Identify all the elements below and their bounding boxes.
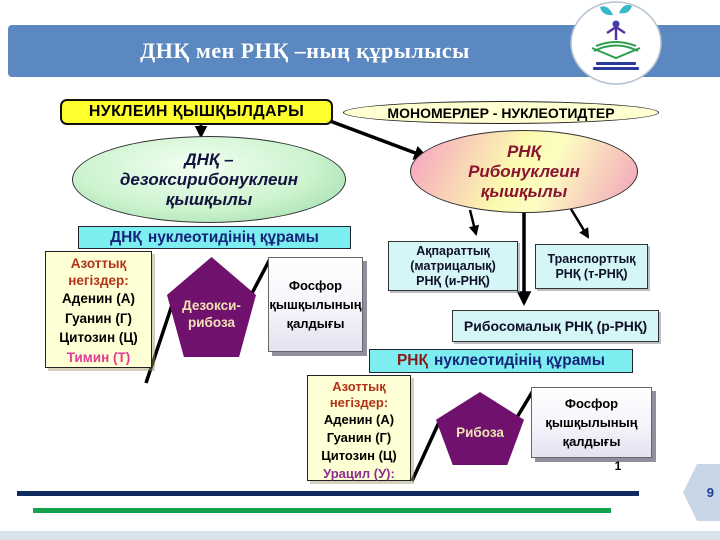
- dna-bases-header-line2: негіздер:: [68, 273, 129, 288]
- phosphate-line2: қышқылының: [545, 415, 638, 430]
- phosphate-line1: Фосфор: [564, 396, 619, 411]
- nucleic-acids-box: НУКЛЕИН ҚЫШҚЫЛДАРЫ: [60, 99, 333, 125]
- phosphate-line3: қалдығы: [562, 434, 621, 449]
- dna-oval-line1: ДНҚ –: [184, 149, 234, 169]
- rna-phosphate-box: Фосфор қышқылының қалдығы: [531, 387, 652, 458]
- dna-composition-text: нуклеотидінің құрамы: [147, 228, 319, 246]
- slide-bottom-edge: [0, 531, 720, 540]
- slide-title: ДНҚ мен РНҚ –ның құрылысы: [140, 38, 470, 63]
- dna-base-guanine: Гуанин (Г): [65, 310, 132, 326]
- dna-composition-acronym: ДНҚ: [110, 228, 142, 246]
- rna-bases-box: Азоттық негіздер: Аденин (А) Гуанин (Г) …: [307, 375, 411, 481]
- dna-oval-line2: дезоксирибонуклеин: [119, 169, 299, 189]
- dna-bases-header-line1: Азоттық: [70, 256, 127, 271]
- dna-composition-bar: ДНҚ нуклеотидінің құрамы: [78, 226, 351, 249]
- rna-base-cytosine: Цитозин (Ц): [321, 448, 397, 463]
- rna-base-uracil: Урацил (У):: [323, 466, 395, 481]
- footer-green-line: [33, 508, 611, 513]
- phosphate-line1: Фосфор: [288, 278, 343, 293]
- school-logo-icon: [570, 1, 662, 85]
- rna-base-guanine: Гуанин (Г): [326, 430, 392, 445]
- rna-composition-bar: РНҚ нуклеотидінің құрамы: [369, 349, 633, 373]
- rna-oval-line1: РНҚ: [506, 141, 542, 161]
- transport-rna-line1: Транспорттық: [547, 251, 636, 266]
- footer-navy-line: [17, 491, 639, 496]
- rna-oval: РНҚ Рибонуклеин қышқылы: [410, 130, 638, 213]
- informational-rna-line2: (матрицалық): [410, 258, 496, 273]
- rna-oval-line3: қышқылы: [480, 181, 568, 201]
- deoxyribose-line2: рибоза: [188, 315, 235, 330]
- transport-rna-box: Транспорттық РНҚ (т-РНҚ): [535, 244, 648, 289]
- dna-bases-box: Азоттық негіздер: Аденин (А) Гуанин (Г) …: [45, 251, 152, 368]
- informational-rna-line1: Ақпараттық: [416, 243, 490, 258]
- dna-oval-line3: қышқылы: [165, 189, 253, 209]
- page-number: 9: [706, 485, 714, 500]
- dna-base-thymine: Тимин (Т): [66, 349, 131, 365]
- phosphate-line2: қышқылының: [269, 297, 362, 312]
- rna-base-adenine: Аденин (А): [323, 412, 395, 427]
- rna-composition-text: нуклеотидінің құрамы: [433, 352, 606, 369]
- footnote-marker: 1: [614, 459, 622, 473]
- informational-rna-box: Ақпараттық (матрицалық) РНҚ (и-РНҚ): [388, 241, 518, 291]
- deoxyribose-line1: Дезокси-: [182, 298, 241, 313]
- rna-oval-line2: Рибонуклеин: [468, 161, 580, 181]
- rna-bases-header-line1: Азоттық: [332, 379, 386, 394]
- ribosomal-rna-box: Рибосомалық РНҚ (р-РНҚ): [452, 310, 659, 342]
- monomers-ellipse: МОНОМЕРЛЕР - НУКЛЕОТИДТЕР: [343, 101, 659, 124]
- rna-bases-header-line2: негіздер:: [329, 395, 389, 410]
- phosphate-line3: қалдығы: [286, 316, 345, 331]
- dna-oval: ДНҚ – дезоксирибонуклеин қышқылы: [72, 136, 346, 223]
- dna-phosphate-box: Фосфор қышқылының қалдығы: [268, 257, 363, 352]
- dna-base-adenine: Аденин (А): [62, 291, 135, 306]
- dna-base-cytosine: Цитозин (Ц): [59, 330, 138, 345]
- transport-rna-line2: РНҚ (т-РНҚ): [555, 266, 628, 281]
- ribose-label: Рибоза: [456, 425, 504, 440]
- rna-composition-acronym: РНҚ: [396, 352, 428, 369]
- informational-rna-line3: РНҚ (и-РНҚ): [416, 273, 490, 288]
